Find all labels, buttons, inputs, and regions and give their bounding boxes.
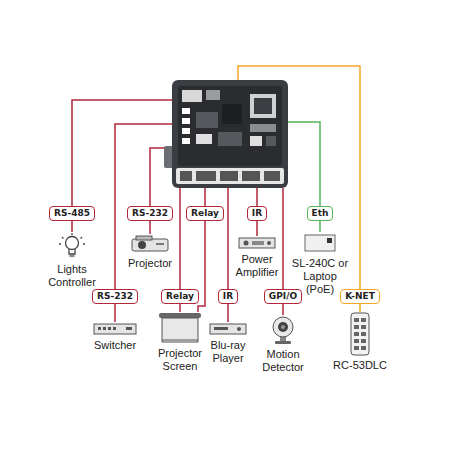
device: Lights Controller xyxy=(40,232,104,289)
device-name: Power Amplifier xyxy=(227,253,287,279)
bulb-icon xyxy=(54,232,90,260)
port-name: Relay xyxy=(166,291,194,301)
controller-wires xyxy=(72,66,360,289)
bluray-icon xyxy=(208,322,248,336)
device-name: Projector xyxy=(120,257,180,270)
connector xyxy=(227,304,229,322)
device: Motion Detector xyxy=(255,315,311,374)
port-name: IR xyxy=(223,291,233,301)
connector xyxy=(282,304,284,315)
port-name: RS-232 xyxy=(97,291,133,301)
device: SL-240C or Laptop (PoE) xyxy=(291,232,349,296)
port-label: IR xyxy=(247,206,267,221)
connector xyxy=(179,304,181,312)
screen-icon xyxy=(158,312,202,344)
device-name: Blu-ray Player xyxy=(204,339,252,365)
connector xyxy=(149,221,151,234)
port-name: IR xyxy=(252,208,262,218)
device: Projector Screen xyxy=(152,312,208,373)
projector-icon xyxy=(130,234,170,254)
device-name: Motion Detector xyxy=(255,348,311,374)
port-label: Eth xyxy=(307,206,334,221)
device: Power Amplifier xyxy=(227,236,287,279)
device: RC-53DLC xyxy=(330,312,390,372)
amp-icon xyxy=(237,236,277,250)
device: Projector xyxy=(120,234,180,270)
device-name: RC-53DLC xyxy=(330,359,390,372)
sl-icon xyxy=(303,232,337,254)
device-name: Switcher xyxy=(85,339,145,352)
port-label: K-NET xyxy=(340,289,380,304)
switcher-icon xyxy=(92,322,138,336)
device: Blu-ray Player xyxy=(204,322,252,365)
connector xyxy=(256,221,258,236)
port-label: GPI/O xyxy=(264,289,302,304)
device-name: Lights Controller xyxy=(40,263,104,289)
port-label: IR xyxy=(218,289,238,304)
remote-icon xyxy=(349,312,371,356)
port-label: Relay xyxy=(161,289,199,304)
port-name: Relay xyxy=(191,208,219,218)
port-name: RS-232 xyxy=(132,208,168,218)
connector xyxy=(319,221,321,232)
motion-icon xyxy=(268,315,298,345)
port-name: K-NET xyxy=(345,291,375,301)
connector xyxy=(198,221,205,312)
device: Switcher xyxy=(85,322,145,352)
port-label: Relay xyxy=(186,206,224,221)
device-name: Projector Screen xyxy=(152,347,208,373)
port-label: RS-232 xyxy=(92,289,138,304)
port-label: RS-232 xyxy=(127,206,173,221)
connector xyxy=(114,304,116,322)
port-name: GPI/O xyxy=(269,291,297,301)
port-label: RS-485 xyxy=(49,206,95,221)
controller-device xyxy=(164,80,288,188)
port-name: RS-485 xyxy=(54,208,90,218)
connector xyxy=(359,304,361,312)
port-name: Eth xyxy=(312,208,329,218)
connector xyxy=(71,221,73,232)
